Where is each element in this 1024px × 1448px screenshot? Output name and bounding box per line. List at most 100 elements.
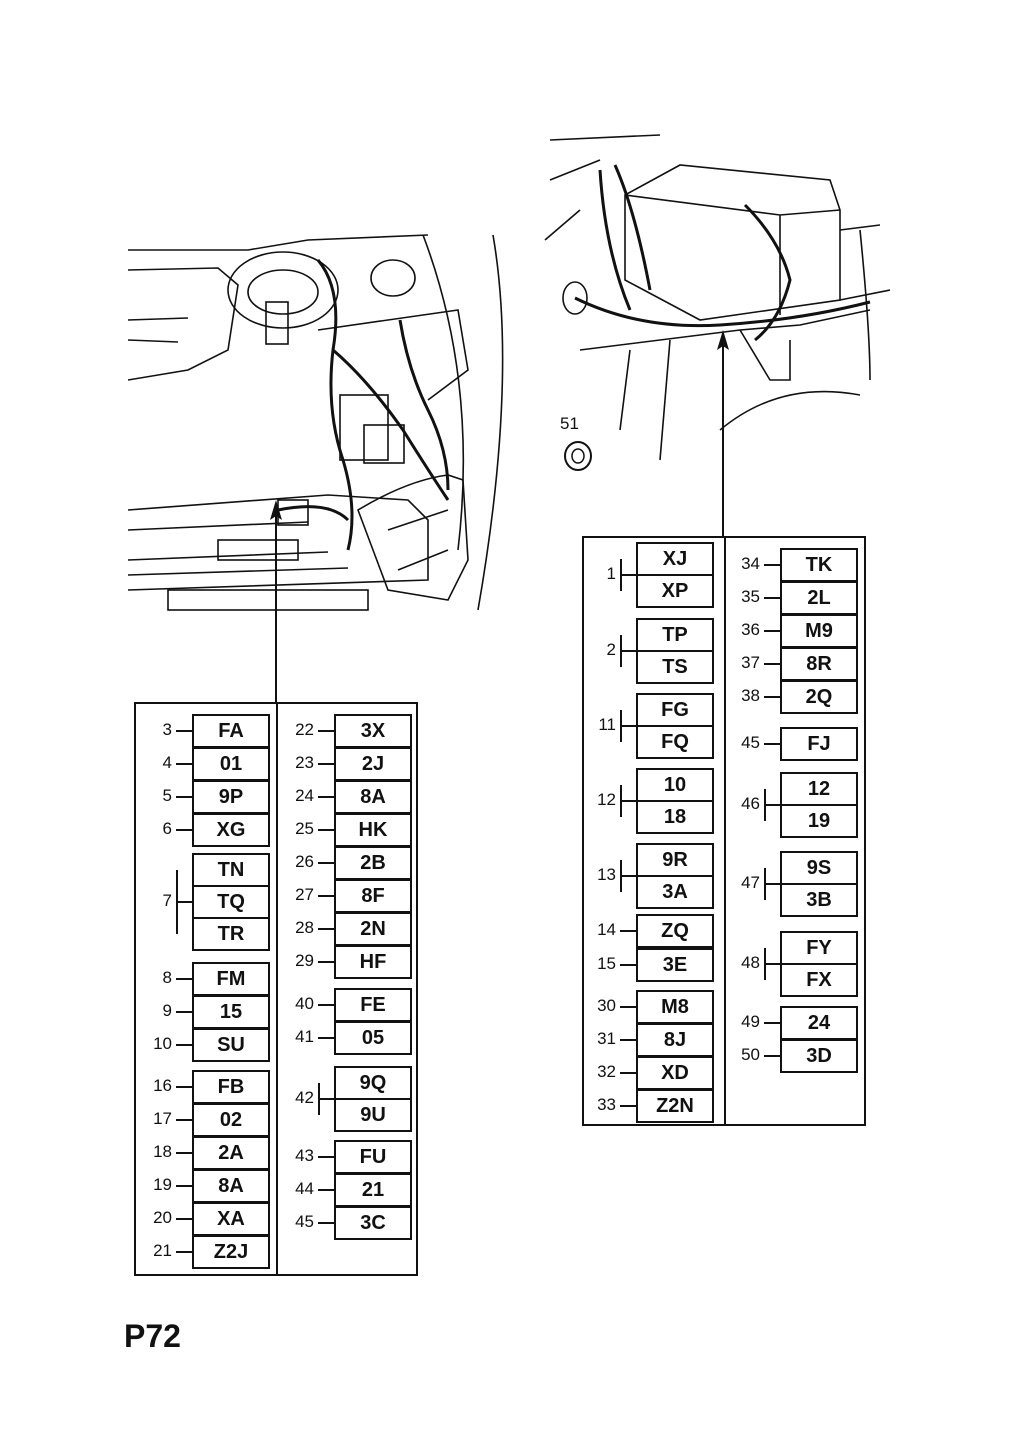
leader-tick bbox=[764, 804, 780, 806]
connector-group: 05 bbox=[334, 1021, 412, 1055]
leader-tick bbox=[620, 964, 636, 966]
connector-group: M8 bbox=[636, 990, 714, 1024]
item-number: 24 bbox=[295, 786, 314, 805]
connector-group: XD bbox=[636, 1056, 714, 1090]
leader-tick bbox=[764, 663, 780, 665]
leader-tick bbox=[620, 800, 636, 802]
connector-code: 3X bbox=[334, 714, 412, 748]
connector-code: HK bbox=[334, 813, 412, 847]
connector-code: 10 bbox=[636, 768, 714, 802]
item-number: 36 bbox=[741, 620, 760, 639]
connector-group: FU bbox=[334, 1140, 412, 1174]
connector-code: 2N bbox=[334, 912, 412, 946]
item-number: 49 bbox=[741, 1012, 760, 1031]
item-number: 44 bbox=[295, 1179, 314, 1198]
connector-group: 2Q bbox=[780, 680, 858, 714]
connector-code: XG bbox=[192, 813, 270, 847]
connector-code: 8A bbox=[334, 780, 412, 814]
connector-code: 9S bbox=[780, 851, 858, 885]
connector-code: M8 bbox=[636, 990, 714, 1024]
connector-group: Z2J bbox=[192, 1235, 270, 1269]
connector-code: 3B bbox=[780, 885, 858, 917]
leader-tick bbox=[318, 829, 334, 831]
connector-code: FG bbox=[636, 693, 714, 727]
connector-group: XG bbox=[192, 813, 270, 847]
group-bracket bbox=[620, 635, 622, 667]
connector-group: 3X bbox=[334, 714, 412, 748]
item-number: 3 bbox=[162, 720, 172, 739]
connector-code: 3C bbox=[334, 1206, 412, 1240]
item-number: 38 bbox=[741, 686, 760, 705]
leader-tick bbox=[318, 1098, 334, 1100]
item-number: 28 bbox=[295, 918, 314, 937]
connector-group: 8F bbox=[334, 879, 412, 913]
connector-code: HF bbox=[334, 945, 412, 979]
item-number: 43 bbox=[295, 1146, 314, 1165]
item-number: 41 bbox=[295, 1027, 314, 1046]
item-number: 5 bbox=[162, 786, 172, 805]
item-number: 29 bbox=[295, 951, 314, 970]
item-number: 21 bbox=[153, 1241, 172, 1260]
battery-harness-drawing bbox=[544, 134, 890, 471]
connector-code: 8A bbox=[192, 1169, 270, 1203]
connector-group: M9 bbox=[780, 614, 858, 648]
connector-group: 01 bbox=[192, 747, 270, 781]
connector-code: M9 bbox=[780, 614, 858, 648]
item-number: 4 bbox=[162, 753, 172, 772]
connector-group: 2A bbox=[192, 1136, 270, 1170]
connector-group: 24 bbox=[780, 1006, 858, 1040]
leader-tick bbox=[176, 1044, 192, 1046]
connector-code: FQ bbox=[636, 727, 714, 759]
connector-group: 15 bbox=[192, 995, 270, 1029]
leader-tick bbox=[176, 978, 192, 980]
group-bracket bbox=[764, 789, 766, 821]
group-bracket bbox=[176, 870, 178, 934]
leader-tick bbox=[620, 1006, 636, 1008]
item-number: 12 bbox=[597, 790, 616, 809]
group-bracket bbox=[764, 948, 766, 980]
connector-group: 02 bbox=[192, 1103, 270, 1137]
connector-group: XA bbox=[192, 1202, 270, 1236]
connector-code: XJ bbox=[636, 542, 714, 576]
item-number: 45 bbox=[741, 733, 760, 752]
connector-group: 3C bbox=[334, 1206, 412, 1240]
item-number: 33 bbox=[597, 1095, 616, 1114]
connector-group: 8R bbox=[780, 647, 858, 681]
leader-tick bbox=[176, 796, 192, 798]
leader-tick bbox=[764, 630, 780, 632]
connector-code: FB bbox=[192, 1070, 270, 1104]
item-number: 17 bbox=[153, 1109, 172, 1128]
leader-tick bbox=[764, 1022, 780, 1024]
connector-code: 15 bbox=[192, 995, 270, 1029]
connector-code: TS bbox=[636, 652, 714, 684]
connector-group: ZQ bbox=[636, 914, 714, 948]
connector-group: 21 bbox=[334, 1173, 412, 1207]
connector-code: FE bbox=[334, 988, 412, 1022]
leader-tick bbox=[176, 730, 192, 732]
connector-group: HF bbox=[334, 945, 412, 979]
item-number: 23 bbox=[295, 753, 314, 772]
connector-code: TP bbox=[636, 618, 714, 652]
connector-code: FA bbox=[192, 714, 270, 748]
right-arrowhead-icon bbox=[717, 330, 729, 350]
item-number: 14 bbox=[597, 920, 616, 939]
leader-tick bbox=[318, 730, 334, 732]
item-number: 25 bbox=[295, 819, 314, 838]
connector-code: TQ bbox=[192, 887, 270, 919]
connector-group: Z2N bbox=[636, 1089, 714, 1123]
item-number: 47 bbox=[741, 873, 760, 892]
connector-code: 2J bbox=[334, 747, 412, 781]
connector-group: FA bbox=[192, 714, 270, 748]
connector-code: 9Q bbox=[334, 1066, 412, 1100]
item-number: 34 bbox=[741, 554, 760, 573]
leader-tick bbox=[176, 1152, 192, 1154]
leader-tick bbox=[176, 1119, 192, 1121]
connector-code: 9U bbox=[334, 1100, 412, 1132]
